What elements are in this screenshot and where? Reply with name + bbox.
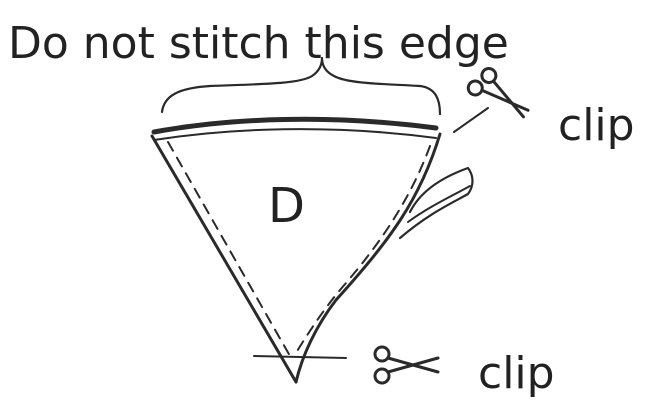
clip-label-bottom: clip: [478, 348, 555, 399]
left-edge: [152, 136, 296, 382]
piece-label: D: [268, 178, 305, 234]
stitch-line-left: [168, 142, 290, 356]
right-edge: [296, 134, 440, 382]
scissors-icon-bottom: [375, 347, 438, 383]
stitch-line-right: [294, 146, 430, 356]
do-not-stitch-note: Do not stitch this edge: [8, 18, 509, 69]
top-clip-cut: [454, 108, 488, 132]
bottom-cut-line: [254, 356, 346, 358]
clip-label-top: clip: [558, 100, 635, 151]
top-edge-inner: [154, 129, 436, 140]
fabric-piece-d: [152, 119, 473, 382]
